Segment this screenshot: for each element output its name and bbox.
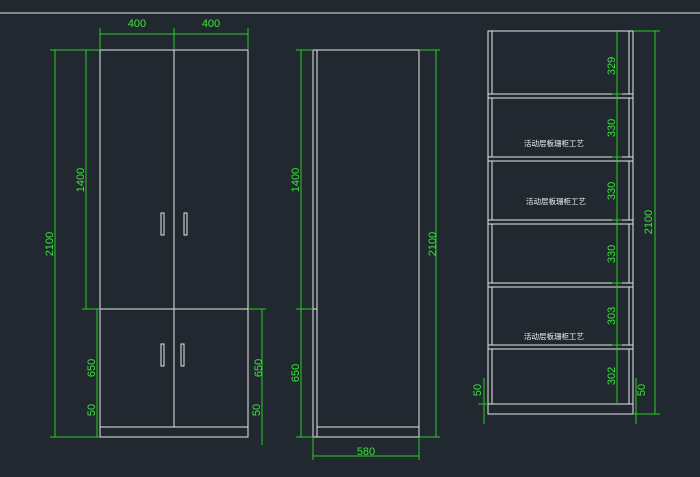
spacing-label-2: 330 bbox=[606, 119, 618, 137]
shelf-2 bbox=[487, 156, 634, 162]
spacing-label-4: 330 bbox=[606, 245, 618, 263]
front-lower-height-left-label: 650 bbox=[86, 359, 98, 377]
front-lower-height-right-label: 650 bbox=[253, 359, 265, 377]
side-upper-height-label: 1400 bbox=[290, 168, 302, 192]
spacing-label-1: 329 bbox=[606, 57, 618, 75]
handle-lower-right bbox=[180, 343, 185, 367]
shelf-3 bbox=[487, 219, 634, 225]
spacing-label-6: 302 bbox=[606, 367, 618, 385]
section-total-height-label: 2100 bbox=[643, 210, 655, 234]
front-view: 400 400 2100 1400 650 50 650 50 bbox=[44, 18, 266, 445]
shelf-1 bbox=[487, 93, 634, 99]
front-upper-height-label: 1400 bbox=[75, 168, 87, 192]
shelf-note-3: 活动层板珊柜工艺 bbox=[524, 331, 584, 341]
shelf-4 bbox=[487, 282, 634, 288]
side-lower-height-label: 650 bbox=[290, 364, 302, 382]
side-view: 1400 650 2100 580 bbox=[290, 49, 440, 460]
handle-lower-left bbox=[160, 343, 165, 367]
spacing-label-5: 303 bbox=[606, 307, 618, 325]
spacing-label-3: 330 bbox=[606, 182, 618, 200]
side-outline bbox=[312, 49, 420, 438]
front-base-right-label: 50 bbox=[251, 404, 263, 416]
side-depth-label: 580 bbox=[357, 446, 375, 458]
left-door-width-label: 400 bbox=[128, 18, 146, 30]
section-base-left-label: 50 bbox=[472, 384, 484, 396]
shelf-note-1: 活动层板珊柜工艺 bbox=[524, 138, 584, 148]
front-base-left-label: 50 bbox=[86, 404, 98, 416]
section-base-right-label: 50 bbox=[636, 384, 648, 396]
side-total-height-label: 2100 bbox=[427, 232, 439, 256]
shelf-5 bbox=[487, 344, 634, 350]
handle-upper-right bbox=[183, 212, 188, 236]
handle-upper-left bbox=[160, 212, 165, 236]
section-view: 活动层板珊柜工艺 活动层板珊柜工艺 活动层板珊柜工艺 329 330 330 3… bbox=[472, 30, 660, 424]
right-door-width-label: 400 bbox=[202, 18, 220, 30]
front-total-height-label: 2100 bbox=[44, 232, 56, 256]
shelf-note-2: 活动层板珊柜工艺 bbox=[526, 196, 586, 206]
